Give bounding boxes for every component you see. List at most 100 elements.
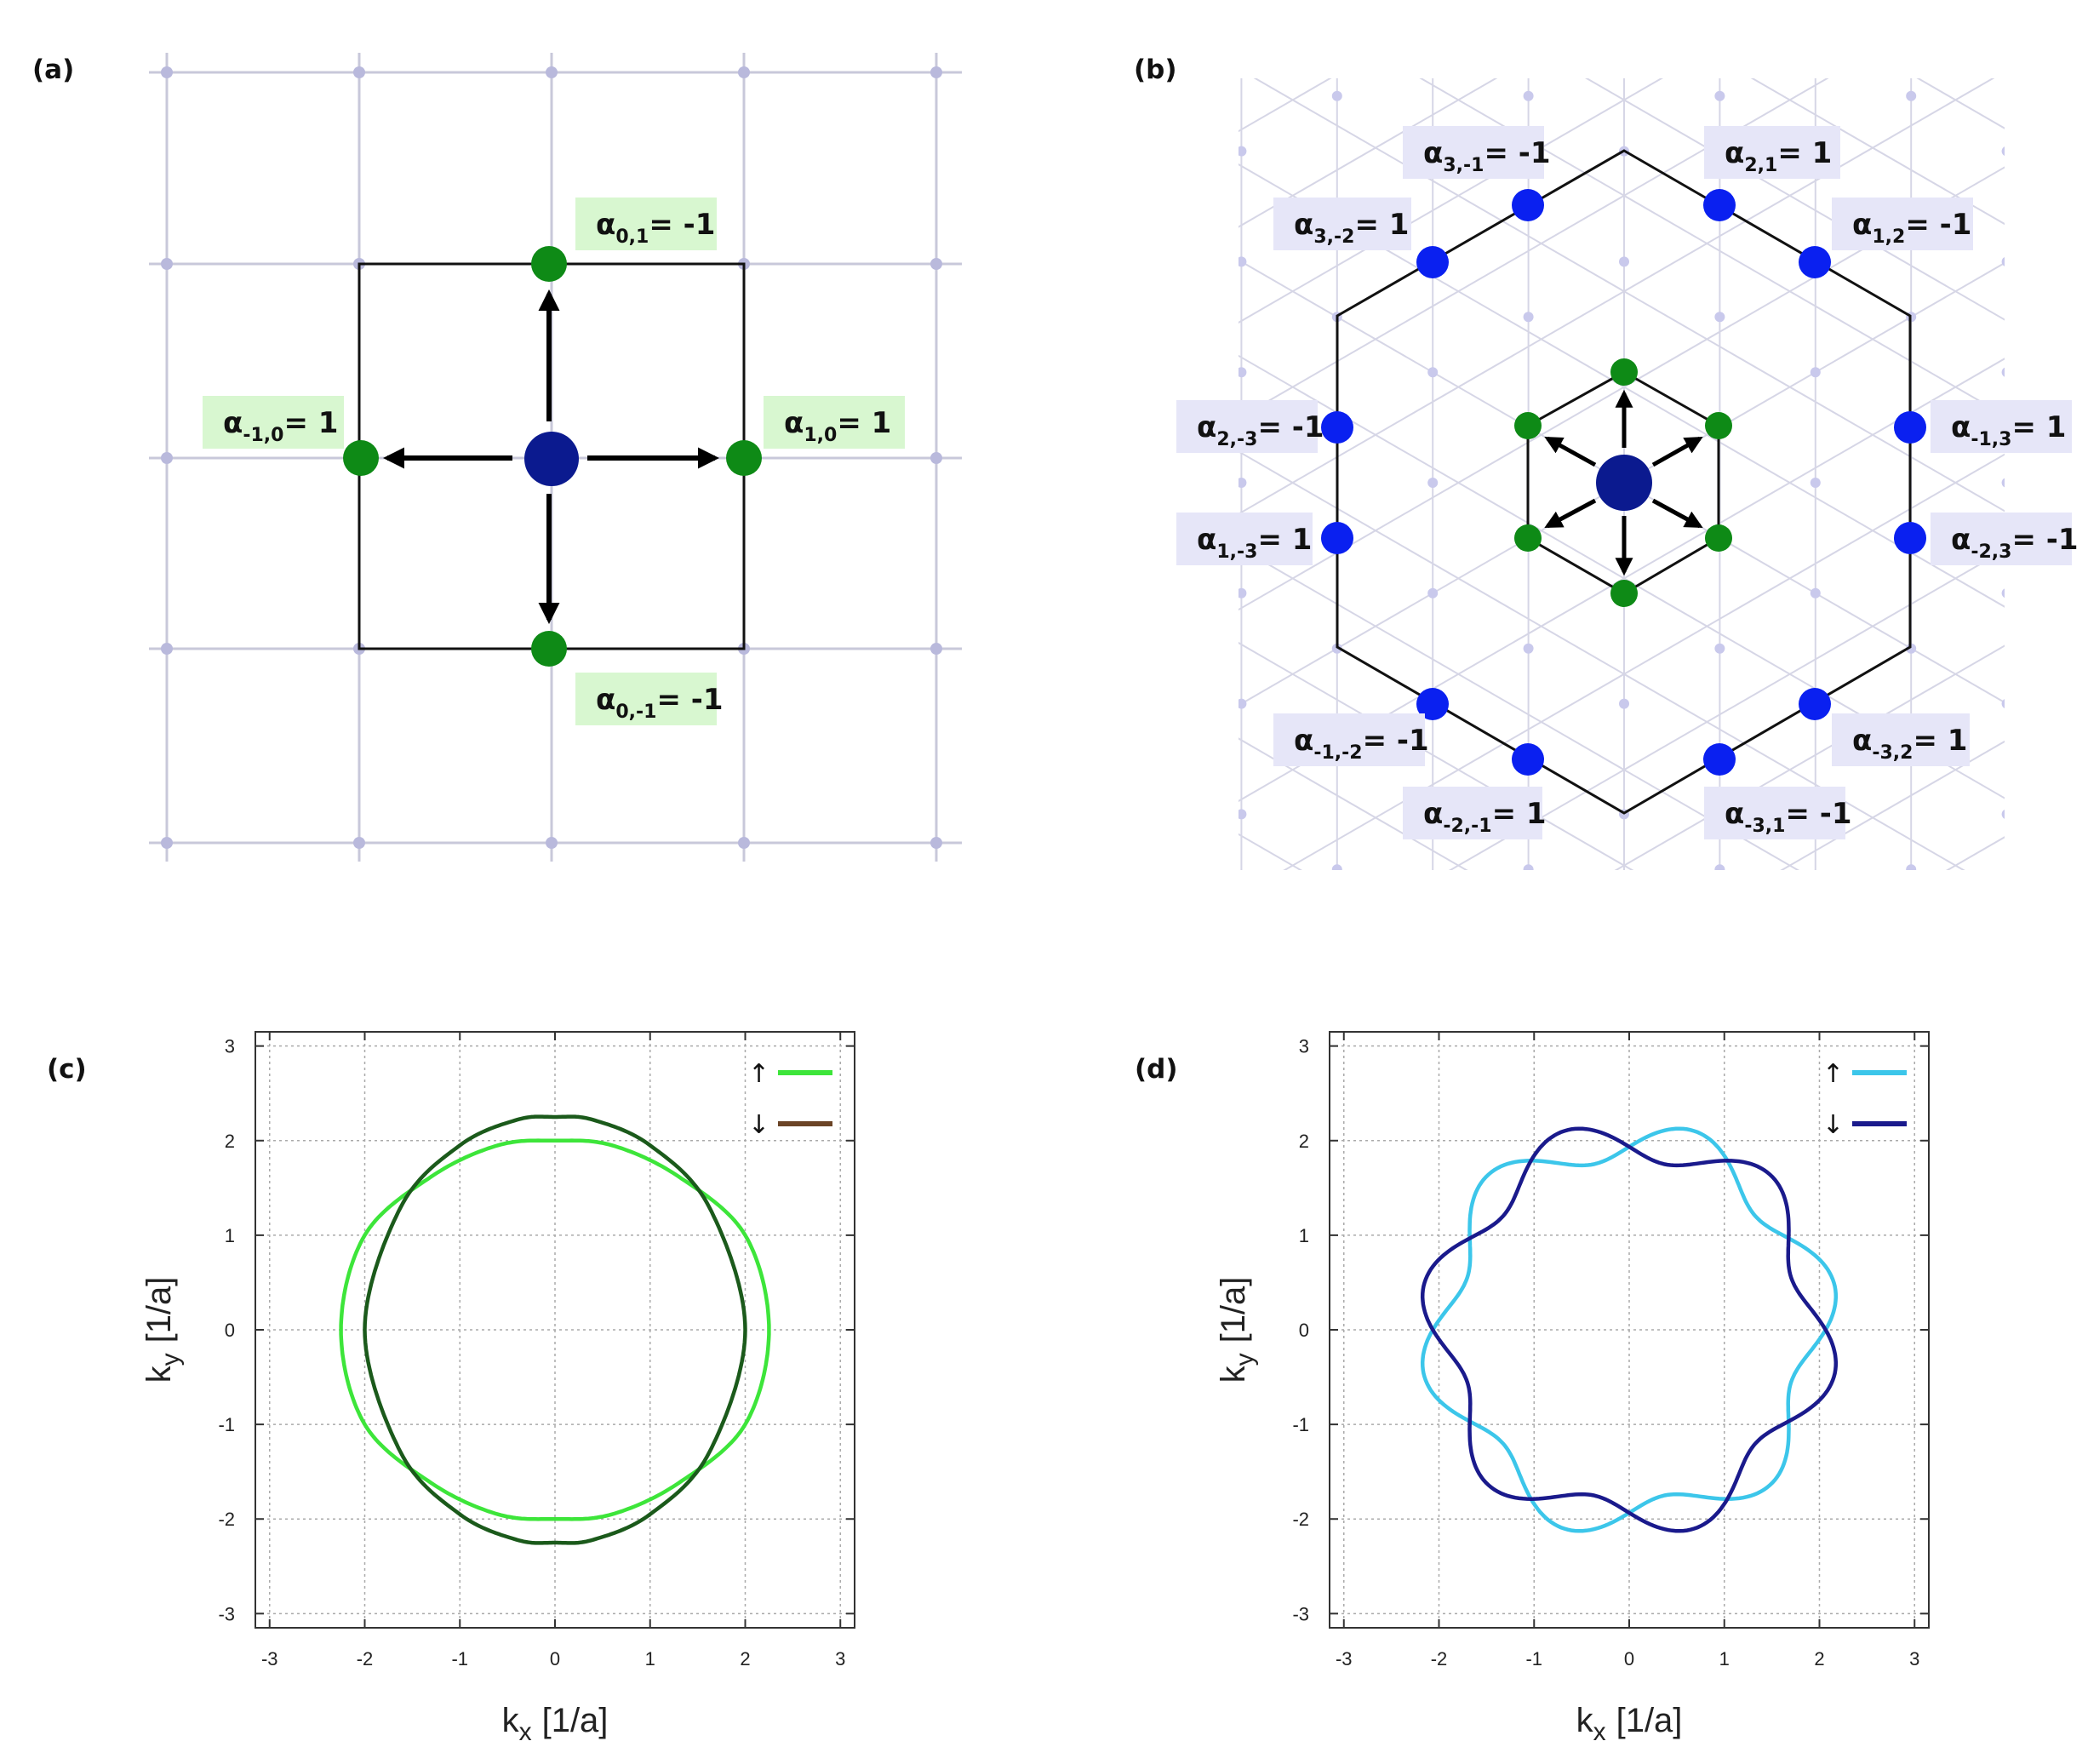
outer-site [1512,189,1544,221]
panel-c-label: (c) [47,1054,87,1085]
alpha-value: = -1 [649,208,715,242]
panel-d-label: (d) [1135,1054,1178,1085]
y-axis-label-sub: y [157,1353,185,1366]
neighbor-site-right [726,440,762,476]
lattice-point [2002,36,2012,46]
lattice-point [930,452,942,464]
lattice-point [1619,698,1629,709]
inner-site [1610,358,1638,386]
lattice-point [1238,809,1247,820]
hopping-label-text: α-1,-2= -1 [1294,724,1429,764]
lattice-point [2001,256,2005,266]
alpha-symbol: α [596,683,615,717]
hopping-label-text: α2,1= 1 [1725,136,1832,176]
alpha-value: = 1 [1492,797,1547,831]
y-axis-label-base: k [140,1365,178,1383]
alpha-value: = -1 [1363,724,1429,758]
alpha-symbol: α [1852,208,1872,242]
lattice-point [1238,587,1247,598]
alpha-value: = -1 [1484,136,1550,170]
tick-label-x: 1 [645,1648,655,1670]
series-curve-down [363,1114,747,1545]
hopping-label-text: α-1,0= 1 [223,406,338,446]
tri-grid-line [882,0,2088,576]
lattice-point [2001,588,2005,598]
lattice-point [1045,588,1055,598]
tri-grid-line [1283,453,2005,870]
lattice-point [353,66,365,78]
legend-label-down: ↓ [748,1110,769,1140]
tick-label-x: 3 [1909,1648,1919,1670]
hopping-label-text: α1,0= 1 [784,406,891,446]
alpha-symbol: α [1725,797,1744,831]
tri-grid-line [1238,78,1498,228]
tick-label-y: 2 [1299,1131,1309,1152]
lattice-point [1045,146,1055,157]
lattice-point [2001,478,2005,488]
tick-label-x: -3 [1336,1648,1353,1670]
lattice-point [161,452,173,464]
outer-sites [1321,189,1926,776]
lattice-point [1811,36,1821,46]
y-axis-label-unit: [1/a] [140,1277,178,1343]
tri-grid-line [1238,78,1663,324]
outer-site [1512,743,1544,776]
lattice-point [930,837,942,849]
tick-label-x: -1 [1525,1648,1542,1670]
lattice-point [1238,256,1247,267]
lattice-point [1906,643,1917,654]
hopping-label-bg [1403,126,1544,179]
hopping-label-text: α-2,-1= 1 [1423,797,1547,837]
y-axis-label: ky[1/a] [1215,1277,1259,1383]
legend-label-up: ↑ [748,1059,769,1089]
tick-label-x: -3 [261,1648,278,1670]
alpha-value: = 1 [1913,724,1967,758]
y-axis-label: ky [1/a] [140,1277,185,1383]
tri-grid-line [1238,163,2005,608]
hopping-label-text: α-3,2= 1 [1852,724,1967,764]
lattice-point [1810,478,1821,488]
outer-site [1416,246,1449,278]
hopping-label-b3: α3,-2= 1 [1273,198,1411,250]
lattice-point [1141,312,1151,322]
center-site-hex [1596,455,1652,511]
alpha-value: = 1 [837,406,891,440]
panel-a-label: (a) [32,54,74,85]
lattice-point [1045,36,1055,46]
tick-label-x: -1 [451,1648,468,1670]
alpha-symbol: α [1423,797,1443,831]
hopping-label-b1: α3,-1= -1 [1403,126,1551,179]
outer-site [1894,411,1926,444]
lattice-point [1141,422,1151,432]
hopping-arrows [382,289,720,625]
lattice-point [546,66,558,78]
alpha-subscript: 1,0 [804,425,837,446]
lattice-point [1238,478,1247,488]
tick-label-y: -3 [218,1603,235,1624]
lattice-point [1714,90,1725,101]
hopping-label-text: α1,2= -1 [1852,208,1971,248]
lattice-point [1619,256,1629,267]
lattice-point [1238,367,1247,378]
arrow-ne [1651,436,1703,467]
tick-label-y: -1 [1292,1414,1309,1435]
lattice-point [2001,699,2005,709]
lattice-point [738,837,750,849]
lattice-point [1141,975,1151,985]
hopping-label-bottom: α0,-1= -1 [575,673,724,725]
alpha-subscript: 2,1 [1744,155,1777,176]
alpha-subscript: 3,-2 [1313,226,1354,248]
tick-label-x: 0 [550,1648,560,1670]
lattice-point [1045,809,1055,819]
alpha-subscript: 1,-3 [1216,541,1257,563]
outer-site [1416,688,1449,720]
lattice-point [930,66,942,78]
hopping-label-bg [575,198,717,250]
hopping-label-text: α0,1= -1 [596,208,715,248]
hopping-label-text: α1,-3= 1 [1197,523,1312,563]
hopping-label-bg [1832,198,1973,250]
tri-grid-line [1238,78,1829,420]
alpha-subscript: -3,2 [1872,742,1913,764]
lattice-point [2001,146,2005,157]
